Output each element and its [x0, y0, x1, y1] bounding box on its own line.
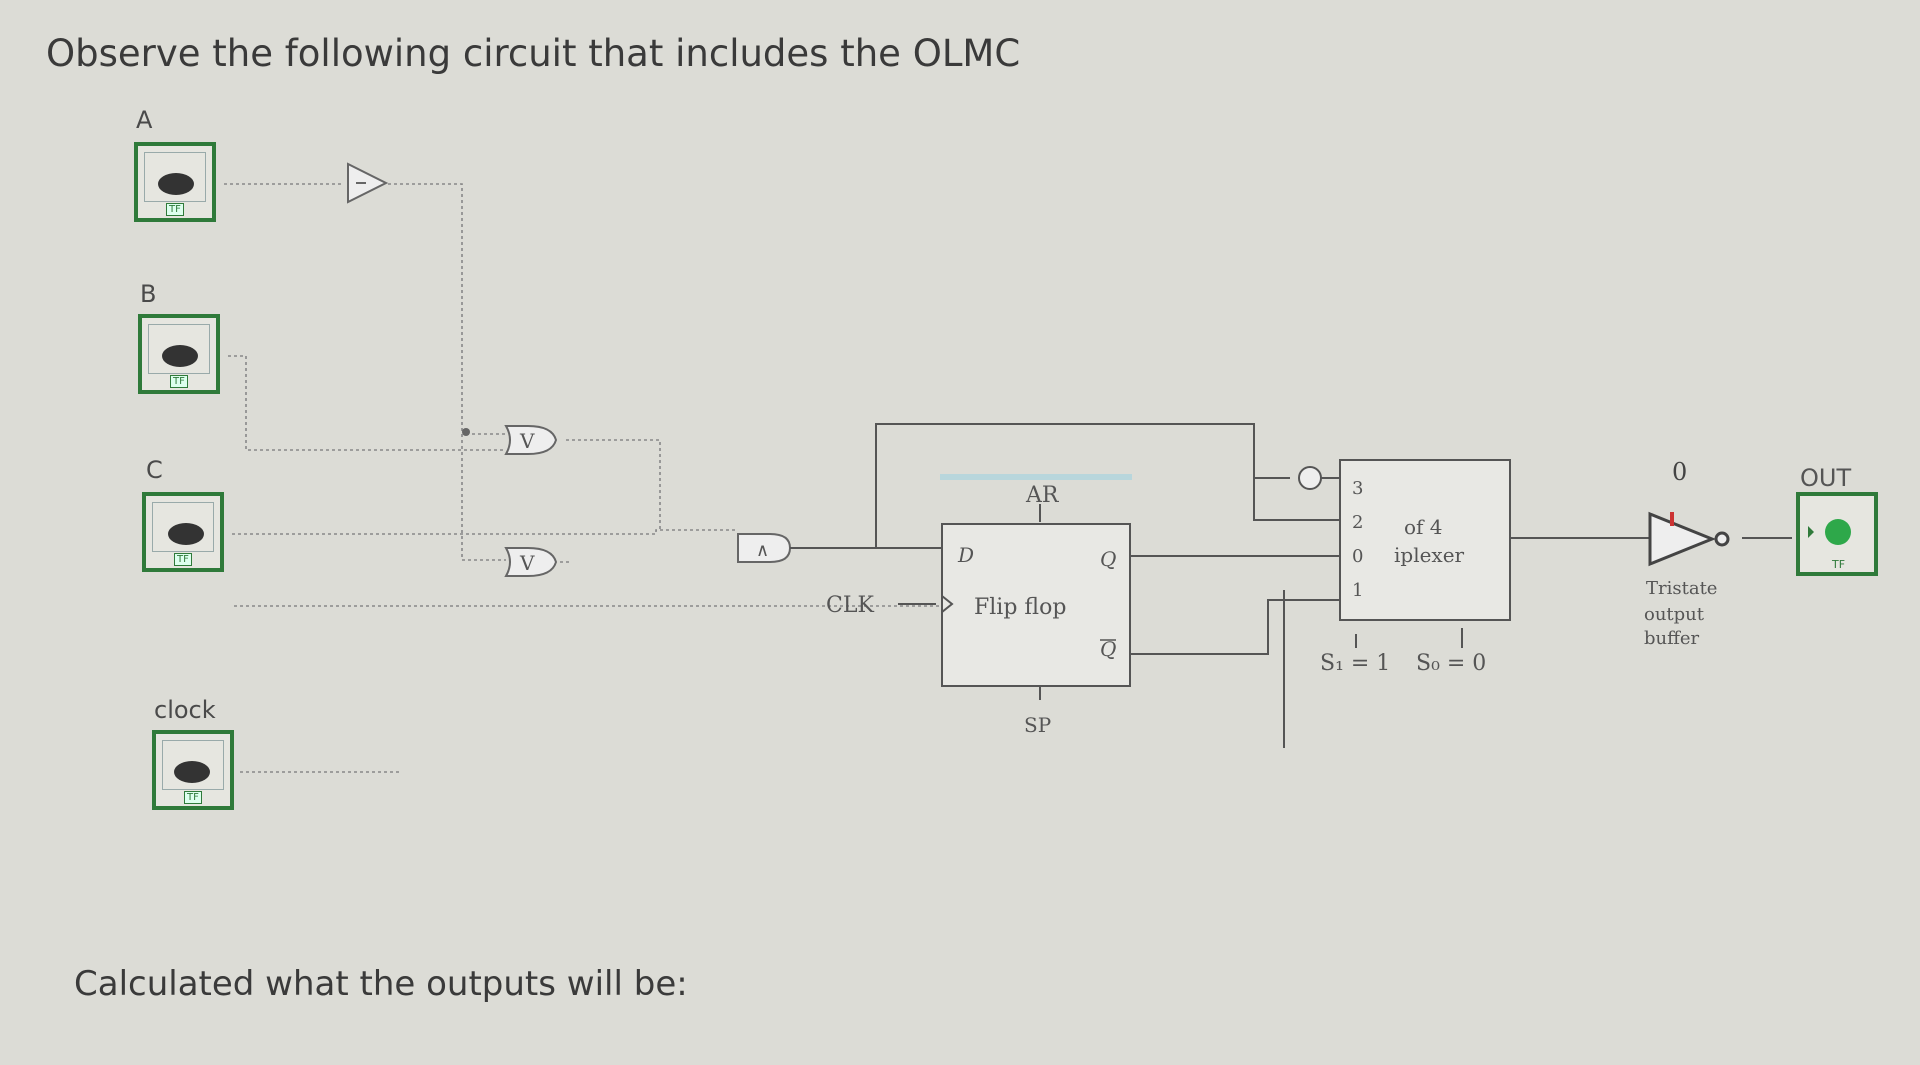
- or-gate-icon: [504, 425, 558, 455]
- ff-qbar-label: Q: [1100, 637, 1116, 661]
- or-gate-2-label: V: [519, 551, 535, 575]
- tristate-buffer-icon: [1648, 511, 1730, 567]
- buffer-label-3: buffer: [1644, 628, 1700, 649]
- input-clock-label: clock: [154, 696, 216, 724]
- ff-d-label: D: [957, 543, 974, 567]
- question-title: Observe the following circuit that inclu…: [46, 32, 1021, 75]
- input-c-label: C: [146, 456, 163, 484]
- output-tf: TF: [1831, 558, 1845, 571]
- mux-in3-label: 3: [1352, 478, 1363, 499]
- ff-q-label: Q: [1100, 547, 1116, 571]
- mux-s1-label: S₁ = 1: [1320, 651, 1390, 676]
- mux-name-b: iplexer: [1394, 543, 1465, 567]
- ff-sp-label: SP: [1024, 713, 1051, 737]
- multiplexer-box: [1339, 459, 1511, 621]
- mux-in1-label: 1: [1352, 580, 1363, 601]
- input-a-label: A: [136, 106, 153, 134]
- flip-flop-box: [941, 523, 1131, 687]
- led-icon: [1825, 519, 1851, 545]
- buffer-label-2: output: [1644, 604, 1705, 625]
- mux-name-a: of 4: [1404, 515, 1443, 539]
- or-gate-icon: [504, 547, 558, 577]
- ff-name-label: Flip flop: [974, 595, 1066, 620]
- mux-in0-label: 0: [1352, 546, 1363, 567]
- input-b-label: B: [140, 280, 157, 308]
- ff-clk-label: CLK: [826, 593, 874, 618]
- ff-ar-label: AR: [1025, 483, 1060, 508]
- question-footer: Calculated what the outputs will be:: [74, 964, 688, 1004]
- output-label: OUT: [1800, 464, 1851, 492]
- or-gate-1-label: V: [519, 429, 535, 453]
- switch-icon: [158, 173, 210, 783]
- and-gate-label: ∧: [756, 540, 769, 561]
- mux-s0-label: S₀ = 0: [1416, 651, 1486, 676]
- buffer-label-1: Tristate: [1646, 578, 1717, 599]
- not-gate-icon: [347, 162, 389, 204]
- mux-in2-label: 2: [1352, 512, 1363, 533]
- buffer-value: 0: [1672, 458, 1687, 486]
- inverter-bubble-icon: [1298, 466, 1322, 490]
